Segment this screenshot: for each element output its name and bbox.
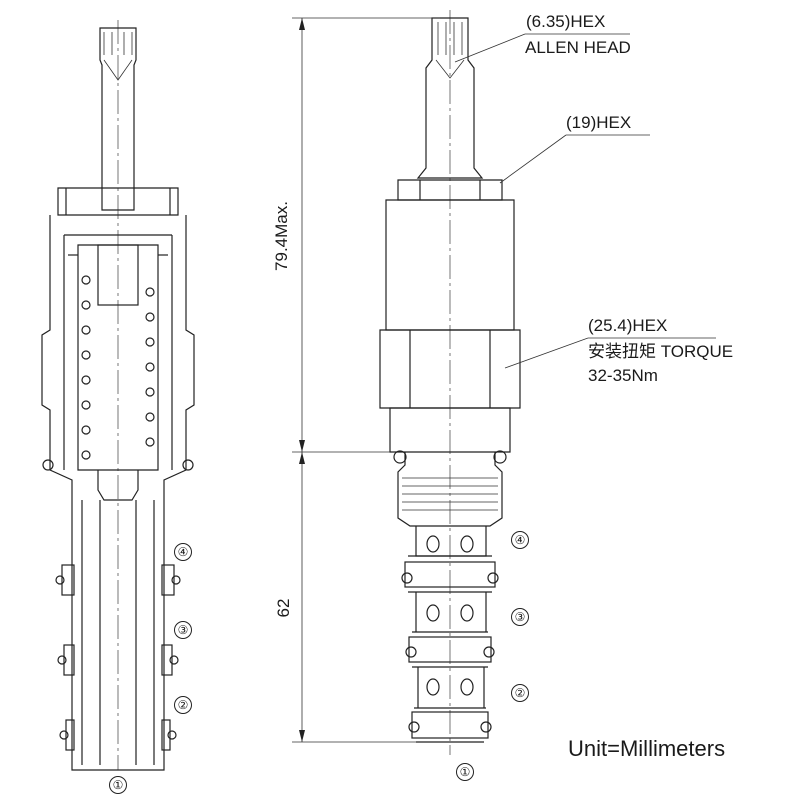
torque-label: 安装扭矩 TORQUE <box>588 342 734 361</box>
unit-note: Unit=Millimeters <box>568 736 726 761</box>
exterior-port-1: ① <box>456 763 474 781</box>
section-port-3: ③ <box>174 621 192 639</box>
exterior-port-2: ② <box>511 684 529 702</box>
allen-hex-label: (6.35)HEX <box>526 12 606 31</box>
section-port-1: ① <box>109 776 127 794</box>
torque-value: 32-35Nm <box>588 366 658 385</box>
dimension-lines <box>292 17 440 743</box>
exterior-port-4: ④ <box>511 531 529 549</box>
overall-length-dimension: 79.4Max. <box>272 201 291 271</box>
spring-coils <box>81 275 155 460</box>
section-view <box>41 20 195 771</box>
hex19-label: (19)HEX <box>566 113 632 132</box>
allen-head-label: ALLEN HEAD <box>525 38 631 57</box>
exterior-port-3: ③ <box>511 608 529 626</box>
section-port-4: ④ <box>174 543 192 561</box>
cartridge-length-dimension: 62 <box>274 598 293 618</box>
exterior-view <box>379 10 521 755</box>
hex254-label: (25.4)HEX <box>588 316 668 335</box>
leader-lines <box>454 33 716 369</box>
section-port-2: ② <box>174 696 192 714</box>
